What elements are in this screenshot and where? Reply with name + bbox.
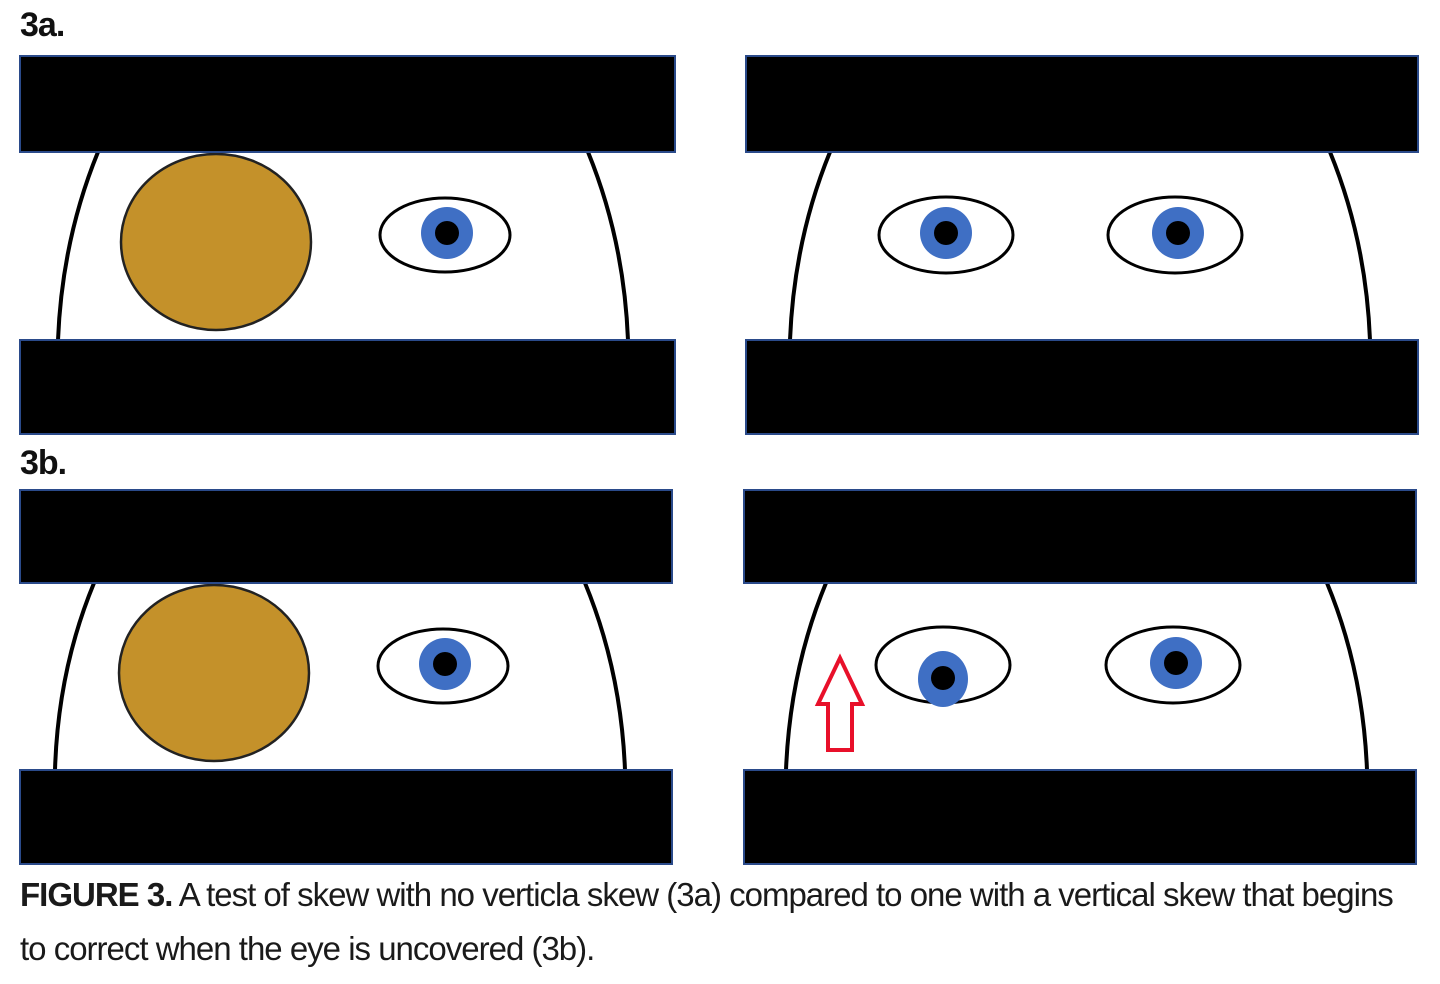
eye-icon	[874, 625, 1012, 707]
eye-icon	[378, 196, 512, 274]
caption-label: FIGURE 3.	[20, 876, 173, 913]
top-bar	[19, 55, 676, 153]
eye-icon	[1106, 195, 1244, 275]
occluder-icon	[119, 152, 313, 332]
figure-caption: FIGURE 3. A test of skew with no verticl…	[20, 868, 1420, 976]
occluder-icon	[117, 583, 311, 763]
face-outline-right	[586, 151, 630, 341]
panel-label-3b: 3b.	[20, 444, 67, 482]
panel-3a-left	[19, 55, 676, 435]
eye-icon	[376, 627, 510, 705]
eye-icon	[877, 195, 1015, 275]
face-outline-left	[56, 151, 100, 341]
caption-text: A test of skew with no verticla skew (3a…	[20, 876, 1394, 967]
panel-3b-right	[743, 489, 1417, 865]
panel-3a-right	[745, 55, 1419, 435]
up-arrow-icon	[814, 653, 866, 752]
bottom-bar	[19, 339, 676, 435]
panel-3b-left	[19, 489, 673, 865]
figure-diagram	[19, 55, 1419, 865]
panel-label-3a: 3a.	[20, 6, 65, 44]
eye-icon	[1104, 625, 1242, 705]
